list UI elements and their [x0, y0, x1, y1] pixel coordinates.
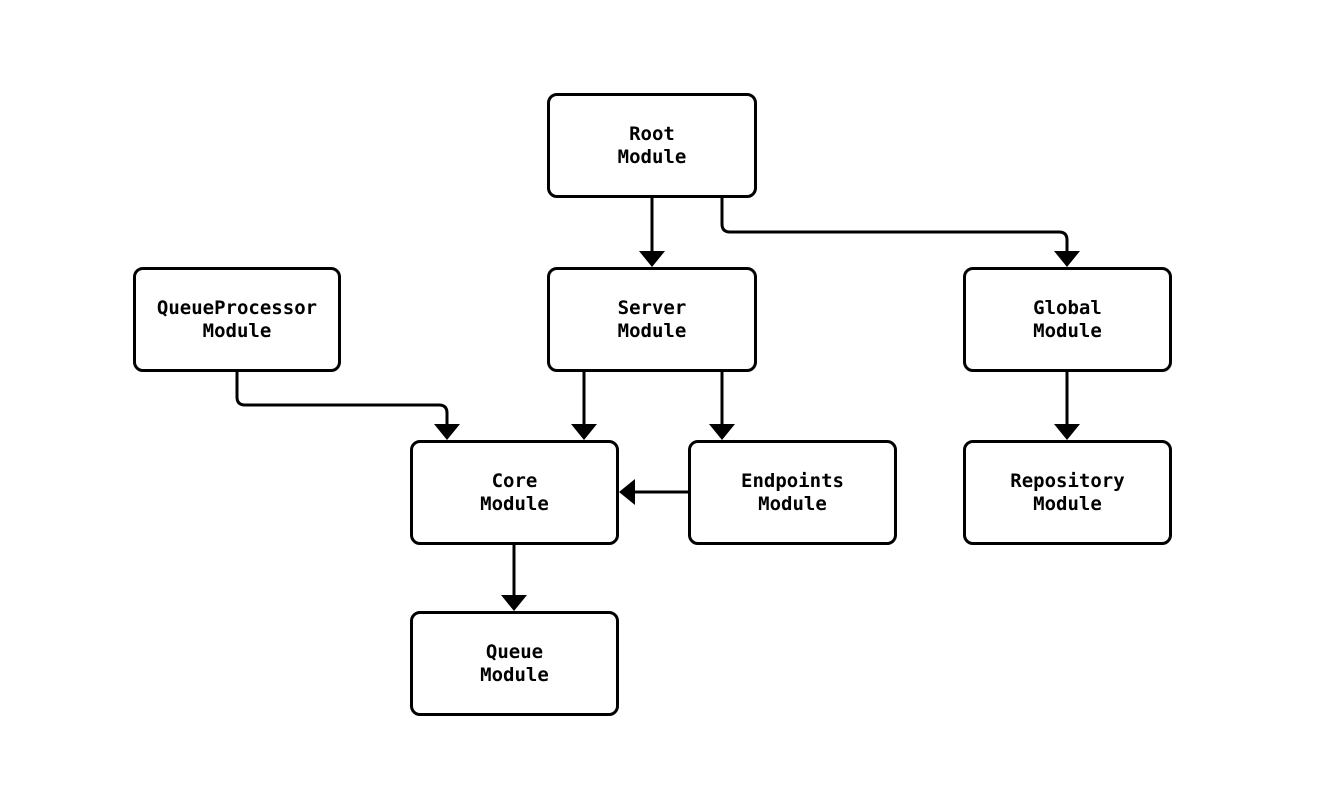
arrowhead-root-to-global — [1054, 251, 1080, 267]
arrowhead-server-to-endpoints — [709, 424, 735, 440]
node-server: Server Module — [547, 267, 757, 372]
node-root: Root Module — [547, 93, 757, 198]
arrowhead-server-to-core — [571, 424, 597, 440]
node-repository: Repository Module — [963, 440, 1172, 545]
node-label: Root Module — [617, 122, 687, 168]
node-global: Global Module — [963, 267, 1172, 372]
node-queue-processor: QueueProcessor Module — [133, 267, 341, 372]
node-queue: Queue Module — [410, 611, 619, 716]
arrowhead-queue-processor-to-core — [434, 424, 460, 440]
node-label: Repository Module — [1010, 469, 1125, 515]
node-core: Core Module — [410, 440, 619, 545]
arrowhead-core-to-queue — [501, 595, 527, 611]
node-label: Global Module — [1033, 296, 1102, 342]
arrowhead-root-to-server — [639, 251, 665, 267]
edge-root-to-global — [720, 198, 1069, 251]
node-label: Queue Module — [480, 640, 549, 686]
edge-queue-processor-to-core — [235, 372, 449, 424]
arrowhead-global-to-repository — [1054, 424, 1080, 440]
node-label: QueueProcessor Module — [156, 296, 318, 342]
node-label: Server Module — [617, 296, 687, 342]
node-label: Endpoints Module — [741, 469, 844, 515]
arrowhead-endpoints-to-core — [619, 479, 635, 505]
node-label: Core Module — [480, 469, 549, 515]
node-endpoints: Endpoints Module — [688, 440, 897, 545]
